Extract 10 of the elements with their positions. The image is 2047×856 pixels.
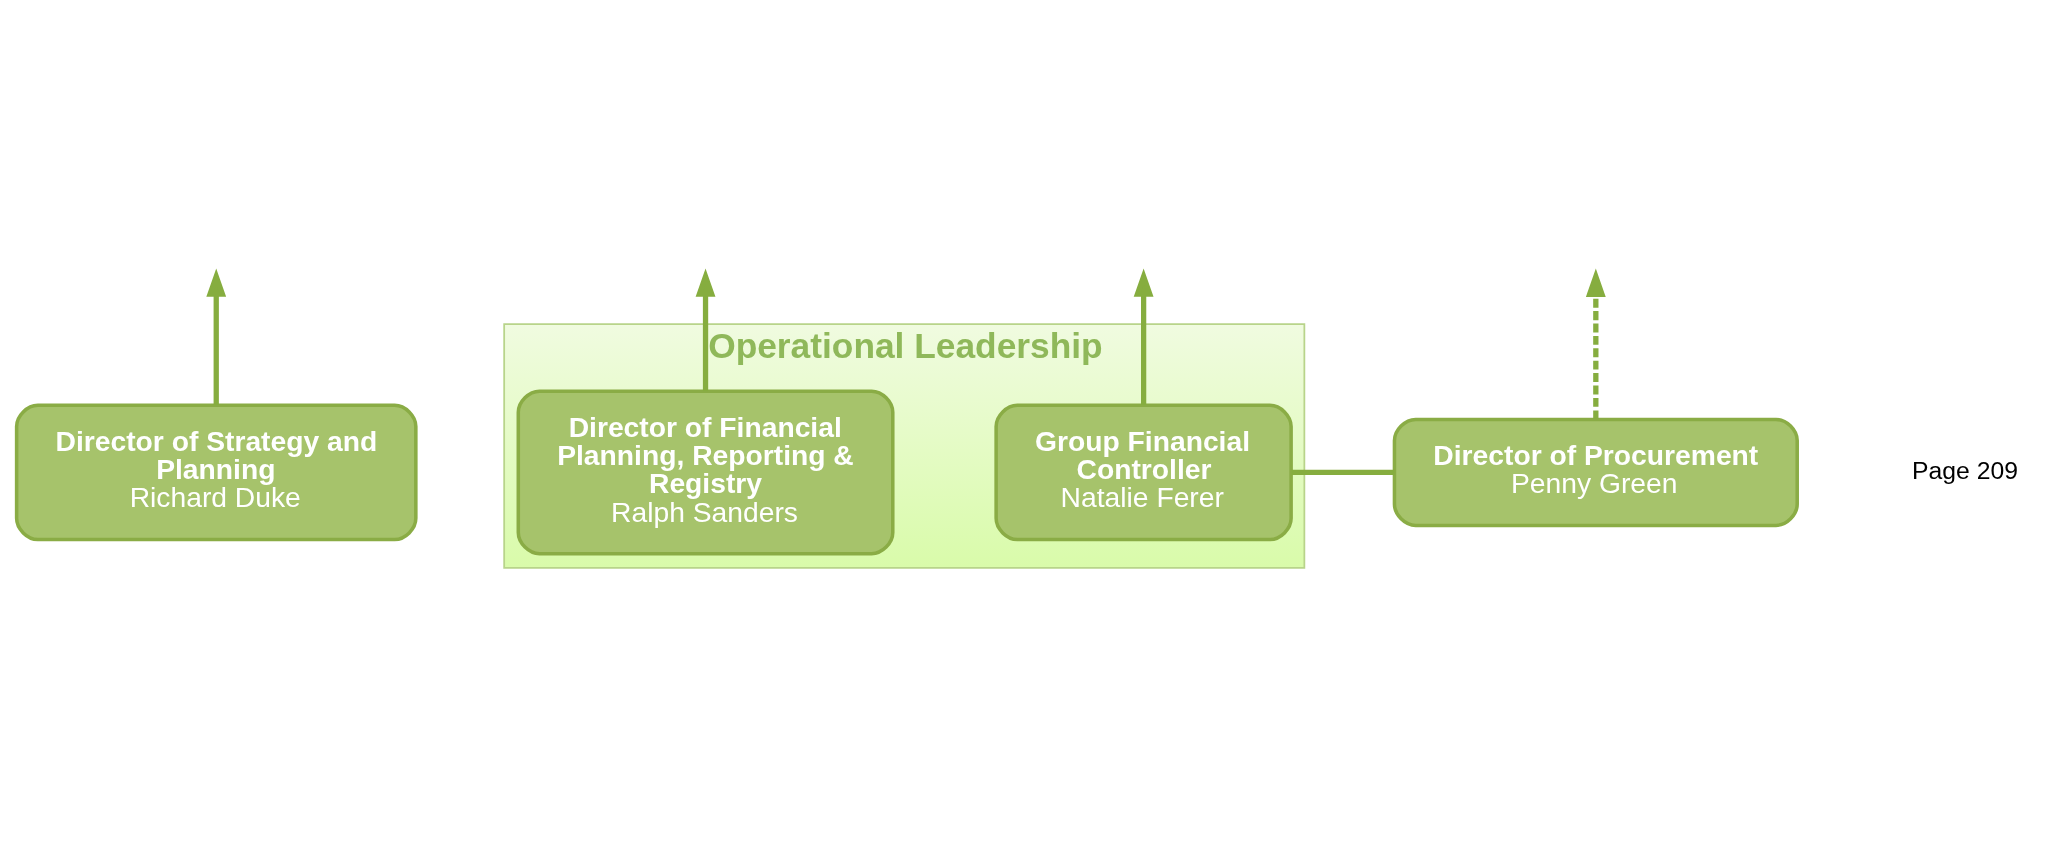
- label: Page 209: [1912, 456, 2018, 484]
- node-box: Director of Financial Planning, Reporting & Registry Ralph Sanders: [516, 388, 895, 555]
- connector: [1291, 469, 1395, 475]
- node-box: Group Financial Controller Natalie Ferer: [994, 403, 1293, 541]
- node-box: Director of Strategy and Planning Richard Duke: [14, 403, 418, 541]
- node-box: Director of Procurement Penny Green: [1392, 417, 1799, 527]
- arrow: [1585, 268, 1606, 419]
- arrow: [1133, 268, 1154, 405]
- arrow: [695, 268, 716, 391]
- arrow: [206, 268, 227, 405]
